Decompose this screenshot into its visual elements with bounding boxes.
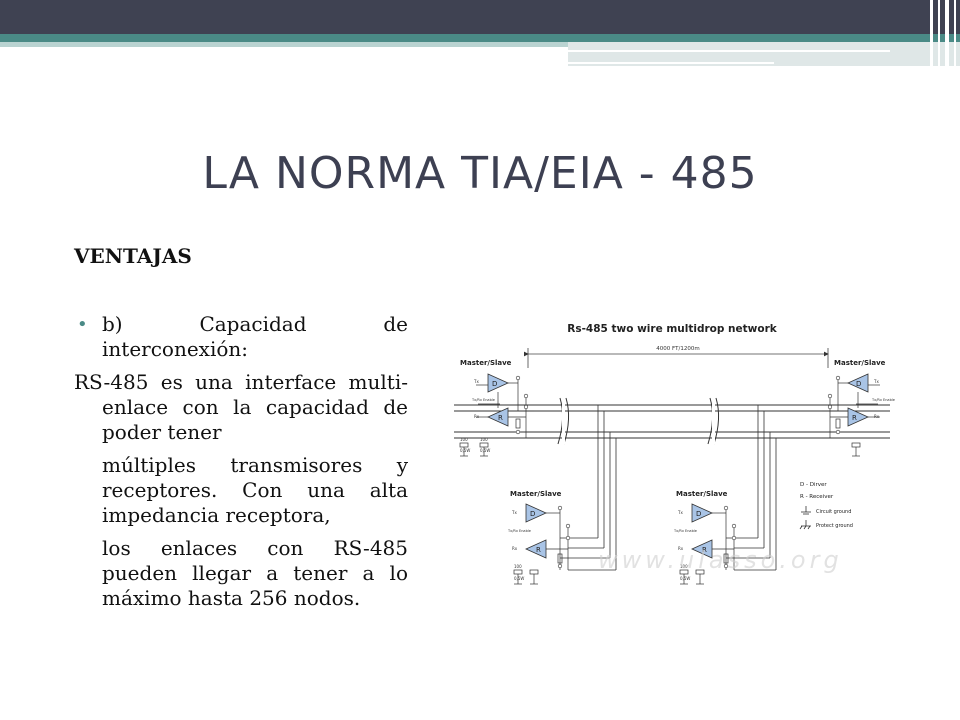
rx-label: Rx	[678, 546, 684, 551]
legend-receiver: R - Receiver	[800, 494, 834, 500]
driver-letter: D	[492, 380, 497, 388]
resistor-value: 100	[460, 437, 468, 442]
node-master-slave: Master/Slave D R Tx Rx Tx/Rx Enable 100 …	[459, 359, 534, 457]
legend-driver: D - Dirver	[800, 482, 827, 488]
node-label: Master/Slave	[460, 359, 512, 367]
corner-decor	[926, 0, 960, 66]
receiver-letter: R	[702, 546, 707, 554]
resistor-rating: 0,5W	[460, 448, 470, 453]
top-decor-bar	[0, 0, 960, 34]
driver-letter: D	[856, 380, 861, 388]
node-master-slave: Master/Slave D R Tx Rx Tx/Rx Enable 100 …	[673, 490, 776, 585]
receiver-letter: R	[498, 414, 503, 422]
resistor-rating: 0,5W	[480, 448, 490, 453]
driver-letter: D	[530, 510, 535, 518]
distance-label: 4000 FT/1200m	[656, 346, 699, 352]
node-master-slave: Master/Slave D R Tx Rx Tx/Rx Enable	[822, 359, 895, 457]
diagram-watermark: www.ulasso.org	[598, 546, 843, 574]
tx-label: Tx	[677, 510, 683, 515]
driver-letter: D	[696, 510, 701, 518]
node-label: Master/Slave	[834, 359, 886, 367]
diagram-legend: D - Dirver R - Receiver Circuit ground P…	[799, 482, 853, 530]
node-master-slave: Master/Slave D R Tx Rx Tx/Rx Enable 100 …	[507, 490, 616, 585]
tx-label: Tx	[873, 379, 879, 384]
enable-label: Tx/Rx Enable	[673, 529, 697, 533]
bullet-icon: •	[77, 314, 88, 335]
receiver-letter: R	[852, 414, 857, 422]
section-heading: VENTAJAS	[74, 244, 192, 268]
enable-label: Tx/Rx Enable	[471, 398, 495, 402]
paragraph: múltiples transmisores y receptores. Con…	[102, 453, 408, 527]
resistor-rating: 0,5W	[680, 576, 690, 581]
rx-label: Rx	[874, 414, 880, 419]
resistor-rating: 0,5W	[514, 576, 524, 581]
diagram-title: Rs-485 two wire multidrop network	[567, 323, 778, 335]
top-white-line	[568, 62, 774, 64]
tx-label: Tx	[511, 510, 517, 515]
rx-label: Rx	[512, 546, 518, 551]
body-text: • b) Capacidad de interconexión: RS-485 …	[74, 312, 408, 611]
node-label: Master/Slave	[510, 490, 562, 498]
resistor-value: 100	[680, 564, 688, 569]
enable-label: Tx/Rx Enable	[507, 529, 531, 533]
node-label: Master/Slave	[676, 490, 728, 498]
top-shade-stripe	[0, 42, 960, 47]
receiver-letter: R	[536, 546, 541, 554]
paragraph: los enlaces con RS-485 pueden llegar a t…	[102, 536, 408, 610]
tx-label: Tx	[473, 379, 479, 384]
legend-protect-ground: Protect ground	[816, 523, 853, 529]
enable-label: Tx/Rx Enable	[871, 398, 895, 402]
rs485-network-diagram: Rs-485 two wire multidrop network 4000 F…	[454, 323, 895, 585]
bullet-text: b) Capacidad de interconexión:	[102, 312, 408, 361]
bullet-item: • b) Capacidad de interconexión:	[74, 312, 408, 362]
resistor-value: 100	[480, 437, 488, 442]
top-white-line	[568, 50, 890, 52]
top-accent-stripe	[0, 34, 960, 42]
slide-title: LA NORMA TIA/EIA - 485	[202, 148, 758, 199]
rx-label: Rx	[474, 414, 480, 419]
paragraph: RS-485 es una interface multi-enlace con…	[74, 370, 408, 444]
legend-circuit-ground: Circuit ground	[816, 509, 851, 515]
resistor-value: 100	[514, 564, 522, 569]
